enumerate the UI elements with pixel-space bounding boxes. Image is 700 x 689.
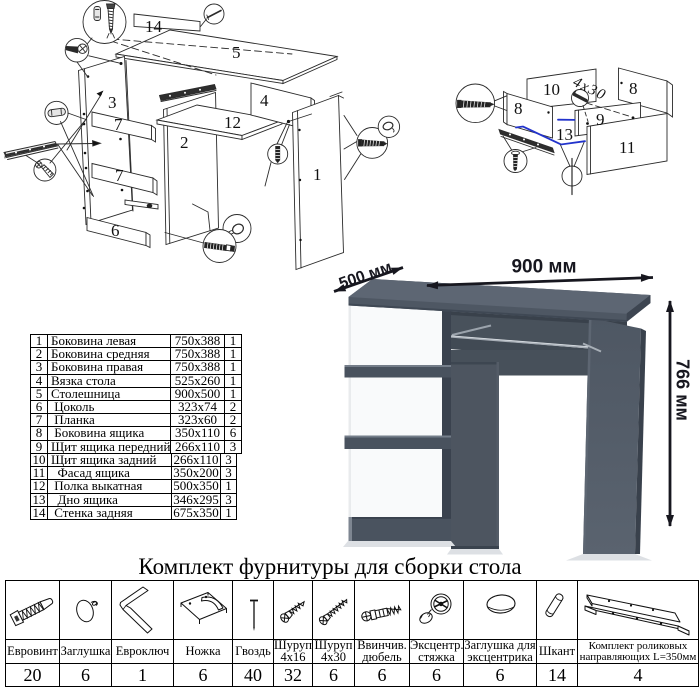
svg-text:10: 10 <box>543 80 560 99</box>
svg-text:9: 9 <box>596 110 605 129</box>
svg-text:6: 6 <box>111 221 120 240</box>
svg-text:1: 1 <box>313 165 322 184</box>
svg-text:13: 13 <box>556 125 573 144</box>
svg-text:900 мм: 900 мм <box>511 257 576 278</box>
svg-text:14: 14 <box>145 17 163 36</box>
svg-text:12: 12 <box>224 113 241 132</box>
svg-text:8: 8 <box>514 99 523 118</box>
svg-text:766 мм: 766 мм <box>673 359 693 421</box>
svg-text:7: 7 <box>114 115 123 134</box>
svg-text:2: 2 <box>180 133 189 152</box>
svg-text:7: 7 <box>115 166 124 185</box>
svg-text:8: 8 <box>629 79 638 98</box>
svg-text:4: 4 <box>260 91 269 110</box>
svg-text:5: 5 <box>232 43 241 62</box>
svg-text:11: 11 <box>619 138 635 157</box>
svg-text:3: 3 <box>108 93 117 112</box>
